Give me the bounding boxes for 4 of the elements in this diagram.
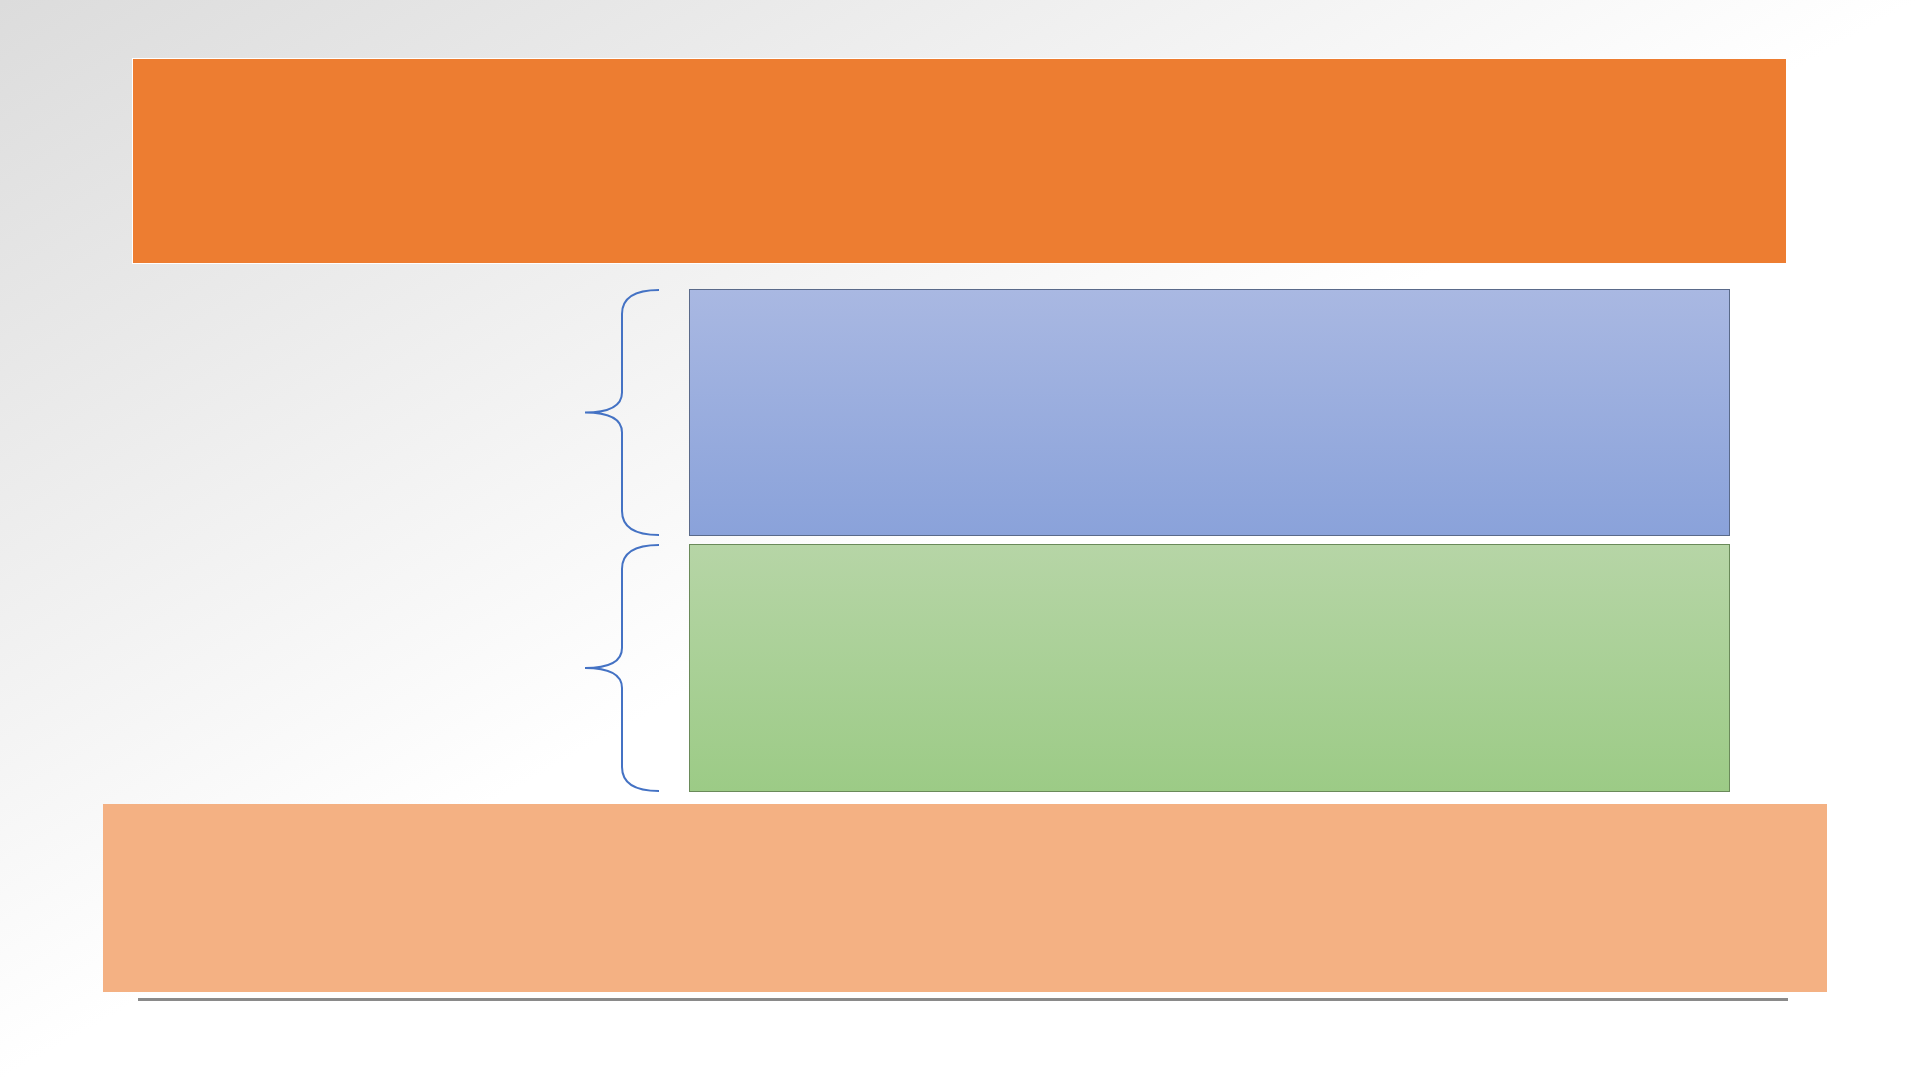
content-box bbox=[689, 544, 1730, 792]
content-box bbox=[689, 289, 1730, 536]
header-band bbox=[132, 58, 1787, 264]
footer-band bbox=[103, 804, 1827, 992]
